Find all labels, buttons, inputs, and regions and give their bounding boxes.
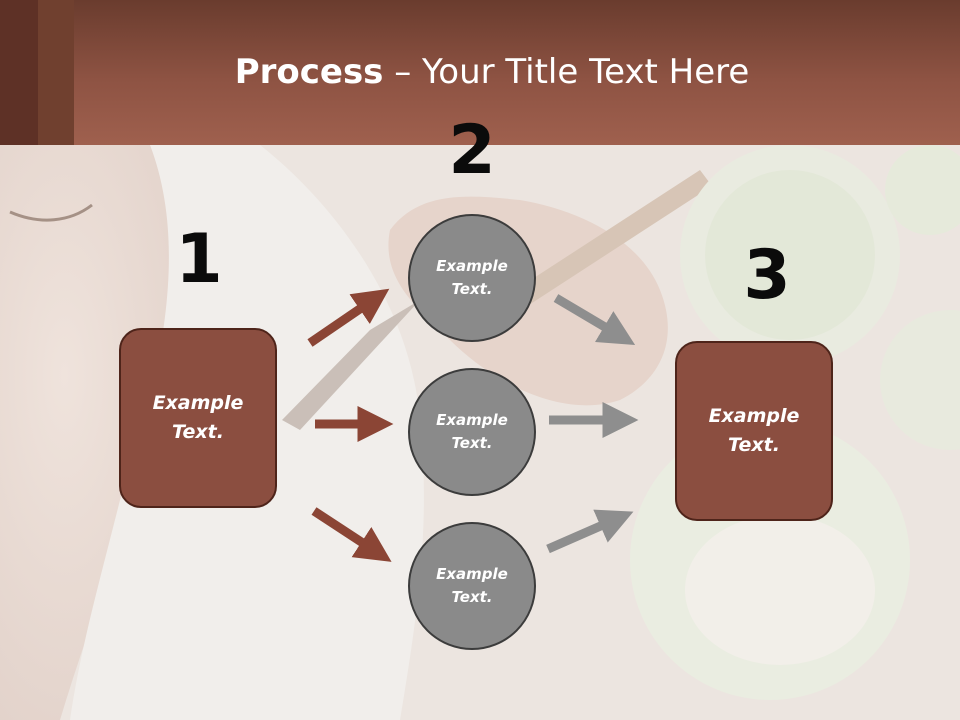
header-stripe-inner	[38, 0, 74, 145]
step-3-number: 3	[743, 236, 791, 315]
step-3-box: Example Text.	[675, 341, 833, 521]
slide-title-rest: – Your Title Text Here	[383, 52, 750, 92]
arrow-right-down	[553, 294, 636, 345]
middle-circle-bottom: Example Text.	[408, 522, 536, 650]
middle-circle-top-text: Example Text.	[436, 257, 508, 298]
middle-circle-center: Example Text.	[408, 368, 536, 496]
step-1-box: Example Text.	[119, 328, 277, 508]
slide-title-bold: Process	[234, 52, 384, 92]
header-stripe-left	[0, 0, 38, 145]
middle-circle-top: Example Text.	[408, 214, 536, 342]
step-1-text: Example Text.	[152, 392, 244, 443]
arrow-right-up	[546, 509, 634, 554]
header-band	[0, 0, 960, 145]
slide-title: Process – Your Title Text Here	[0, 52, 960, 92]
middle-circle-bottom-text: Example Text.	[436, 565, 508, 606]
arrow-left-up	[307, 288, 390, 347]
step-1-number: 1	[175, 220, 223, 299]
step-3-text: Example Text.	[708, 405, 800, 456]
middle-circle-center-text: Example Text.	[436, 411, 508, 452]
step-2-number: 2	[448, 111, 496, 190]
arrow-left-down	[311, 507, 392, 562]
